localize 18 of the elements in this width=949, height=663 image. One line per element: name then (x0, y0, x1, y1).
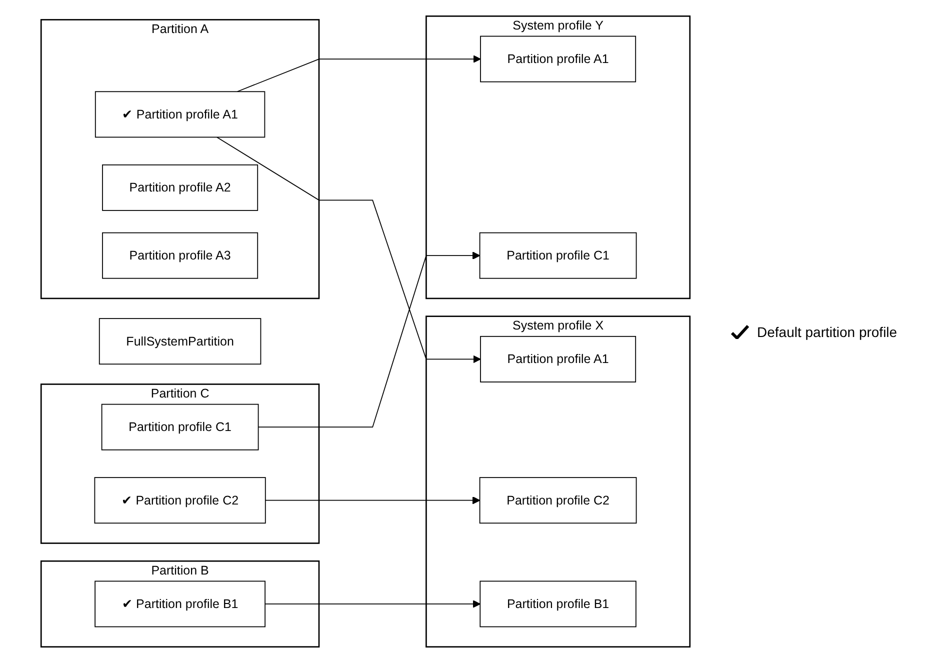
node-box: Partition profile C1 (101, 404, 259, 450)
arrow (236, 55, 481, 92)
node-box: Partition profile A2 (102, 164, 258, 211)
node-box: ✔ Partition profile C2 (94, 477, 266, 524)
arrow (216, 136, 481, 364)
node-box: ✔ Partition profile B1 (94, 580, 266, 628)
node-box: Partition profile C2 (479, 477, 637, 524)
arrow (258, 252, 480, 428)
node-box: Partition profile A1 (480, 336, 636, 382)
arrow (264, 496, 480, 504)
node-box: ✔ Partition profile A1 (94, 91, 266, 138)
node-box: Partition profile A3 (102, 232, 258, 279)
node-box: Partition profile C1 (479, 232, 637, 279)
legend-text: Default partition profile (757, 324, 898, 340)
arrow (264, 600, 480, 608)
node-box: Partition profile A1 (480, 36, 636, 82)
node-box: FullSystemPartition (98, 318, 262, 365)
node-box: Partition profile B1 (480, 580, 636, 628)
